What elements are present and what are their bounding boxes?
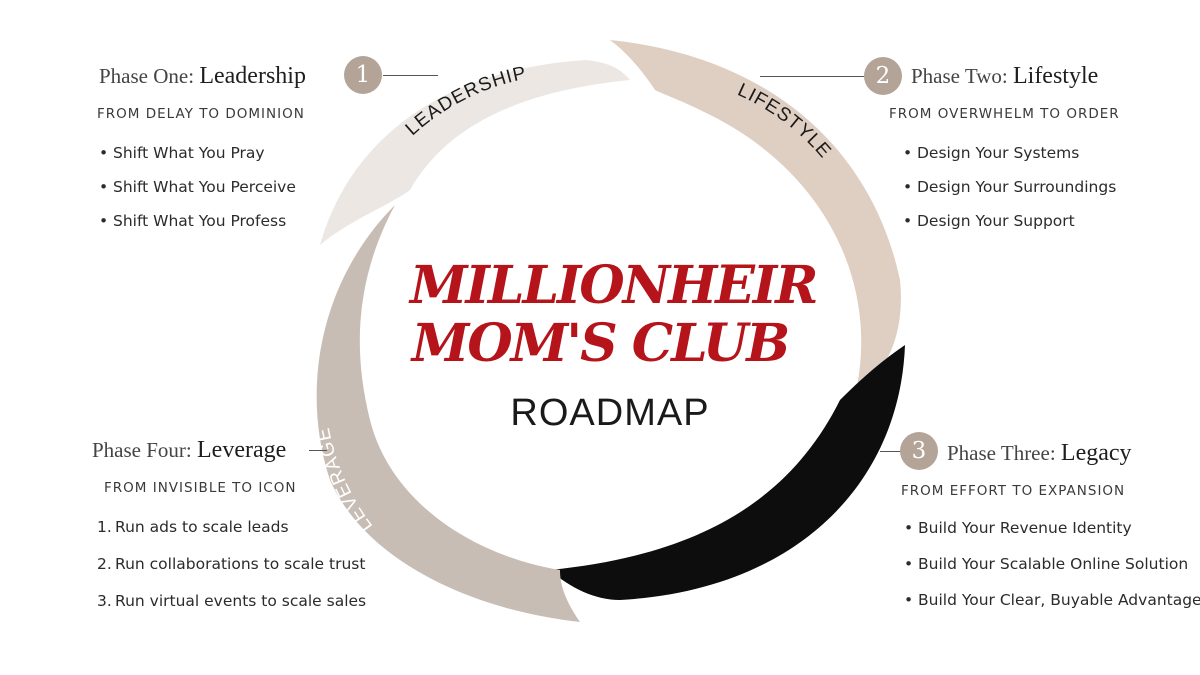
list-item: •Shift What You Pray xyxy=(99,144,265,162)
phase-three-heading: Phase Three: Legacy xyxy=(947,440,1200,466)
phase-two-tagline: FROM OVERWHELM TO ORDER xyxy=(889,106,1120,122)
phase-three-tagline: FROM EFFORT TO EXPANSION xyxy=(901,483,1126,499)
phase-three-list: •Build Your Revenue Identity •Build Your… xyxy=(904,519,1200,627)
list-item: 3.Run virtual events to scale sales xyxy=(97,592,367,610)
roadmap-subtitle: ROADMAP xyxy=(510,392,710,434)
leverage-segment xyxy=(316,205,580,622)
list-item: •Build Your Clear, Buyable Advantage xyxy=(904,591,1200,609)
phase-one-list: •Shift What You Pray •Shift What You Per… xyxy=(99,144,306,246)
phase-one-name: Leadership xyxy=(199,63,306,89)
list-item: •Build Your Revenue Identity xyxy=(904,519,1132,537)
list-item: •Shift What You Perceive xyxy=(99,178,296,196)
list-item: 2.Run collaborations to scale trust xyxy=(97,555,366,573)
title-line-1: MILLIONHEIR xyxy=(410,255,818,316)
phase-three-badge: 3 xyxy=(900,432,938,470)
leadership-segment xyxy=(320,60,630,245)
phase-four-tagline: FROM INVISIBLE TO ICON xyxy=(104,480,297,496)
list-item: •Shift What You Profess xyxy=(99,212,287,230)
title-line-2: MOM'S CLUB xyxy=(411,313,790,374)
phase-one-panel: Phase One: Leadership FROM DELAY TO DOMI… xyxy=(97,63,306,246)
list-item: •Build Your Scalable Online Solution xyxy=(904,555,1189,573)
phase-one-badge: 1 xyxy=(344,56,382,94)
connector-phase-three xyxy=(880,451,902,452)
phase-two-name: Lifestyle xyxy=(1012,63,1099,89)
list-item: •Design Your Surroundings xyxy=(903,178,1117,196)
phase-four-name: Leverage xyxy=(197,437,287,463)
lifestyle-segment xyxy=(610,40,901,395)
phase-two-badge: 2 xyxy=(864,57,902,95)
connector-phase-four xyxy=(309,450,327,451)
phase-two-prefix: Phase Two: xyxy=(911,64,1008,88)
phase-three-panel: Phase Three: Legacy FROM EFFORT TO EXPAN… xyxy=(901,440,1200,627)
connector-phase-one xyxy=(383,75,438,76)
list-item: •Design Your Systems xyxy=(903,144,1080,162)
phase-two-panel: Phase Two: Lifestyle FROM OVERWHELM TO O… xyxy=(889,63,1120,246)
phase-one-tagline: FROM DELAY TO DOMINION xyxy=(97,106,305,122)
phase-three-name: Legacy xyxy=(1060,440,1132,466)
phase-two-list: •Design Your Systems •Design Your Surrou… xyxy=(903,144,1120,246)
phase-one-prefix: Phase One: xyxy=(99,64,195,88)
legacy-segment xyxy=(550,345,905,600)
connector-phase-two xyxy=(760,76,865,77)
phase-one-heading: Phase One: Leadership xyxy=(99,63,306,89)
phase-three-prefix: Phase Three: xyxy=(947,441,1056,465)
phase-four-heading: Phase Four: Leverage xyxy=(92,437,366,463)
list-item: •Design Your Support xyxy=(903,212,1075,230)
phase-four-list: 1.Run ads to scale leads 2.Run collabora… xyxy=(97,518,366,629)
list-item: 1.Run ads to scale leads xyxy=(97,518,289,536)
phase-two-heading: Phase Two: Lifestyle xyxy=(911,63,1120,89)
phase-four-prefix: Phase Four: xyxy=(92,438,192,462)
phase-four-panel: Phase Four: Leverage FROM INVISIBLE TO I… xyxy=(92,437,366,629)
